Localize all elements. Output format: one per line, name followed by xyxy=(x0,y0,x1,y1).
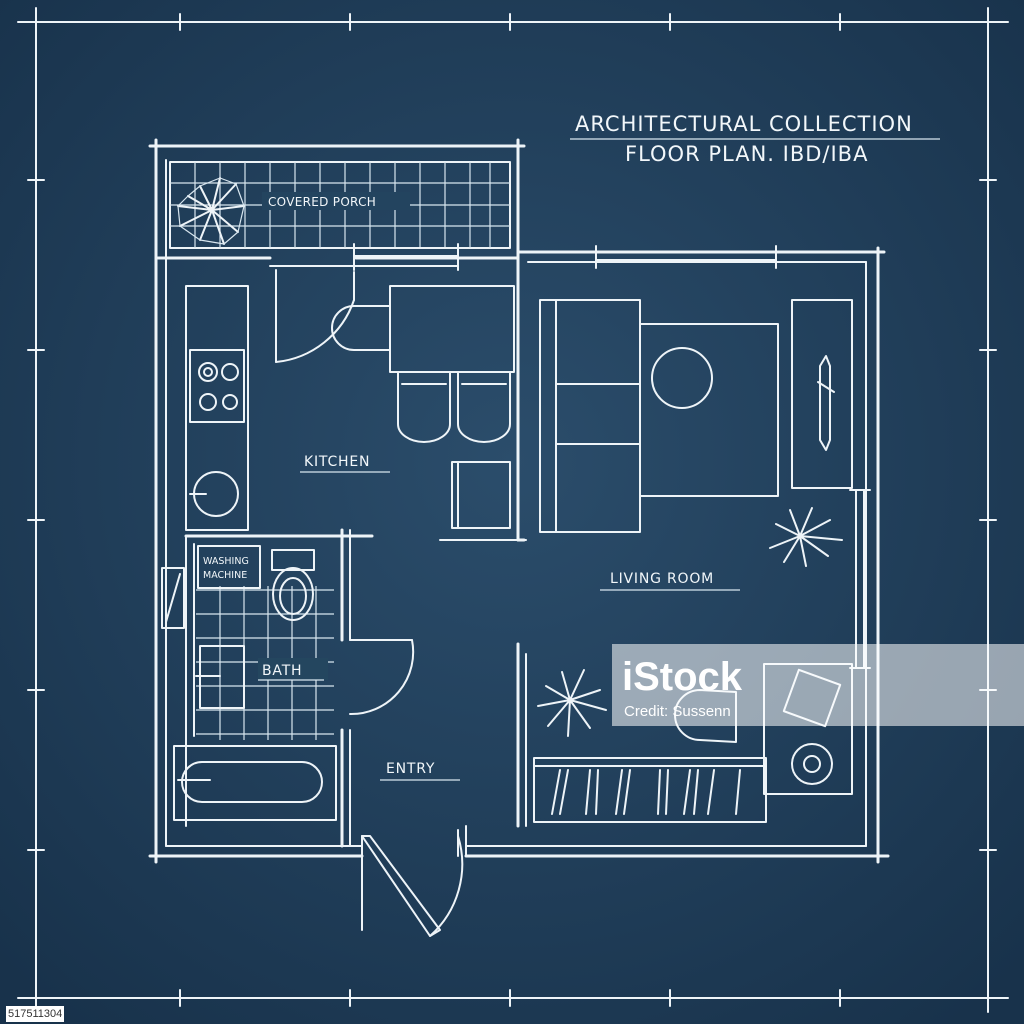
watermark-band xyxy=(612,644,1024,726)
label-kitchen: KITCHEN xyxy=(304,454,370,470)
label-covered-porch: COVERED PORCH xyxy=(268,195,376,209)
label-living-room: LIVING ROOM xyxy=(610,571,714,587)
sink-icon xyxy=(189,471,239,517)
title-block: ARCHITECTURAL COLLECTION FLOOR PLAN. IBD… xyxy=(570,112,940,166)
bath-room: WASHING MACHINE BATH xyxy=(173,545,337,821)
watermark-credit: Credit: Sussenn xyxy=(624,703,731,720)
label-washing: WASHING xyxy=(203,556,249,567)
washbasin-icon xyxy=(195,645,245,709)
label-entry: ENTRY xyxy=(386,761,435,777)
stove-icon xyxy=(198,362,239,411)
windows xyxy=(161,243,871,669)
covered-porch: COVERED PORCH xyxy=(169,161,511,249)
plant-icon xyxy=(769,507,843,567)
label-bath: BATH xyxy=(262,663,302,679)
kitchen-counter xyxy=(185,285,249,531)
stock-id: 517511304 xyxy=(6,1006,65,1022)
label-machine: MACHINE xyxy=(203,570,247,581)
doors xyxy=(275,269,467,937)
plant-icon xyxy=(537,669,607,737)
tv-unit xyxy=(791,299,853,489)
toilet-icon xyxy=(271,549,315,621)
interior-walls xyxy=(156,254,527,848)
stock-id-bar: 517511304 xyxy=(0,1006,1024,1024)
title-line1: ARCHITECTURAL COLLECTION xyxy=(575,112,913,136)
plant-icon xyxy=(177,177,245,245)
title-line2: FLOOR PLAN. IBD/IBA xyxy=(625,142,868,166)
sofa-bed xyxy=(539,299,779,533)
bathtub-icon xyxy=(173,745,337,821)
watermark: iStock Credit: Sussenn xyxy=(612,644,1024,726)
dining-table xyxy=(331,285,515,529)
watermark-brand: iStock xyxy=(622,655,743,699)
bookshelf xyxy=(533,757,767,823)
